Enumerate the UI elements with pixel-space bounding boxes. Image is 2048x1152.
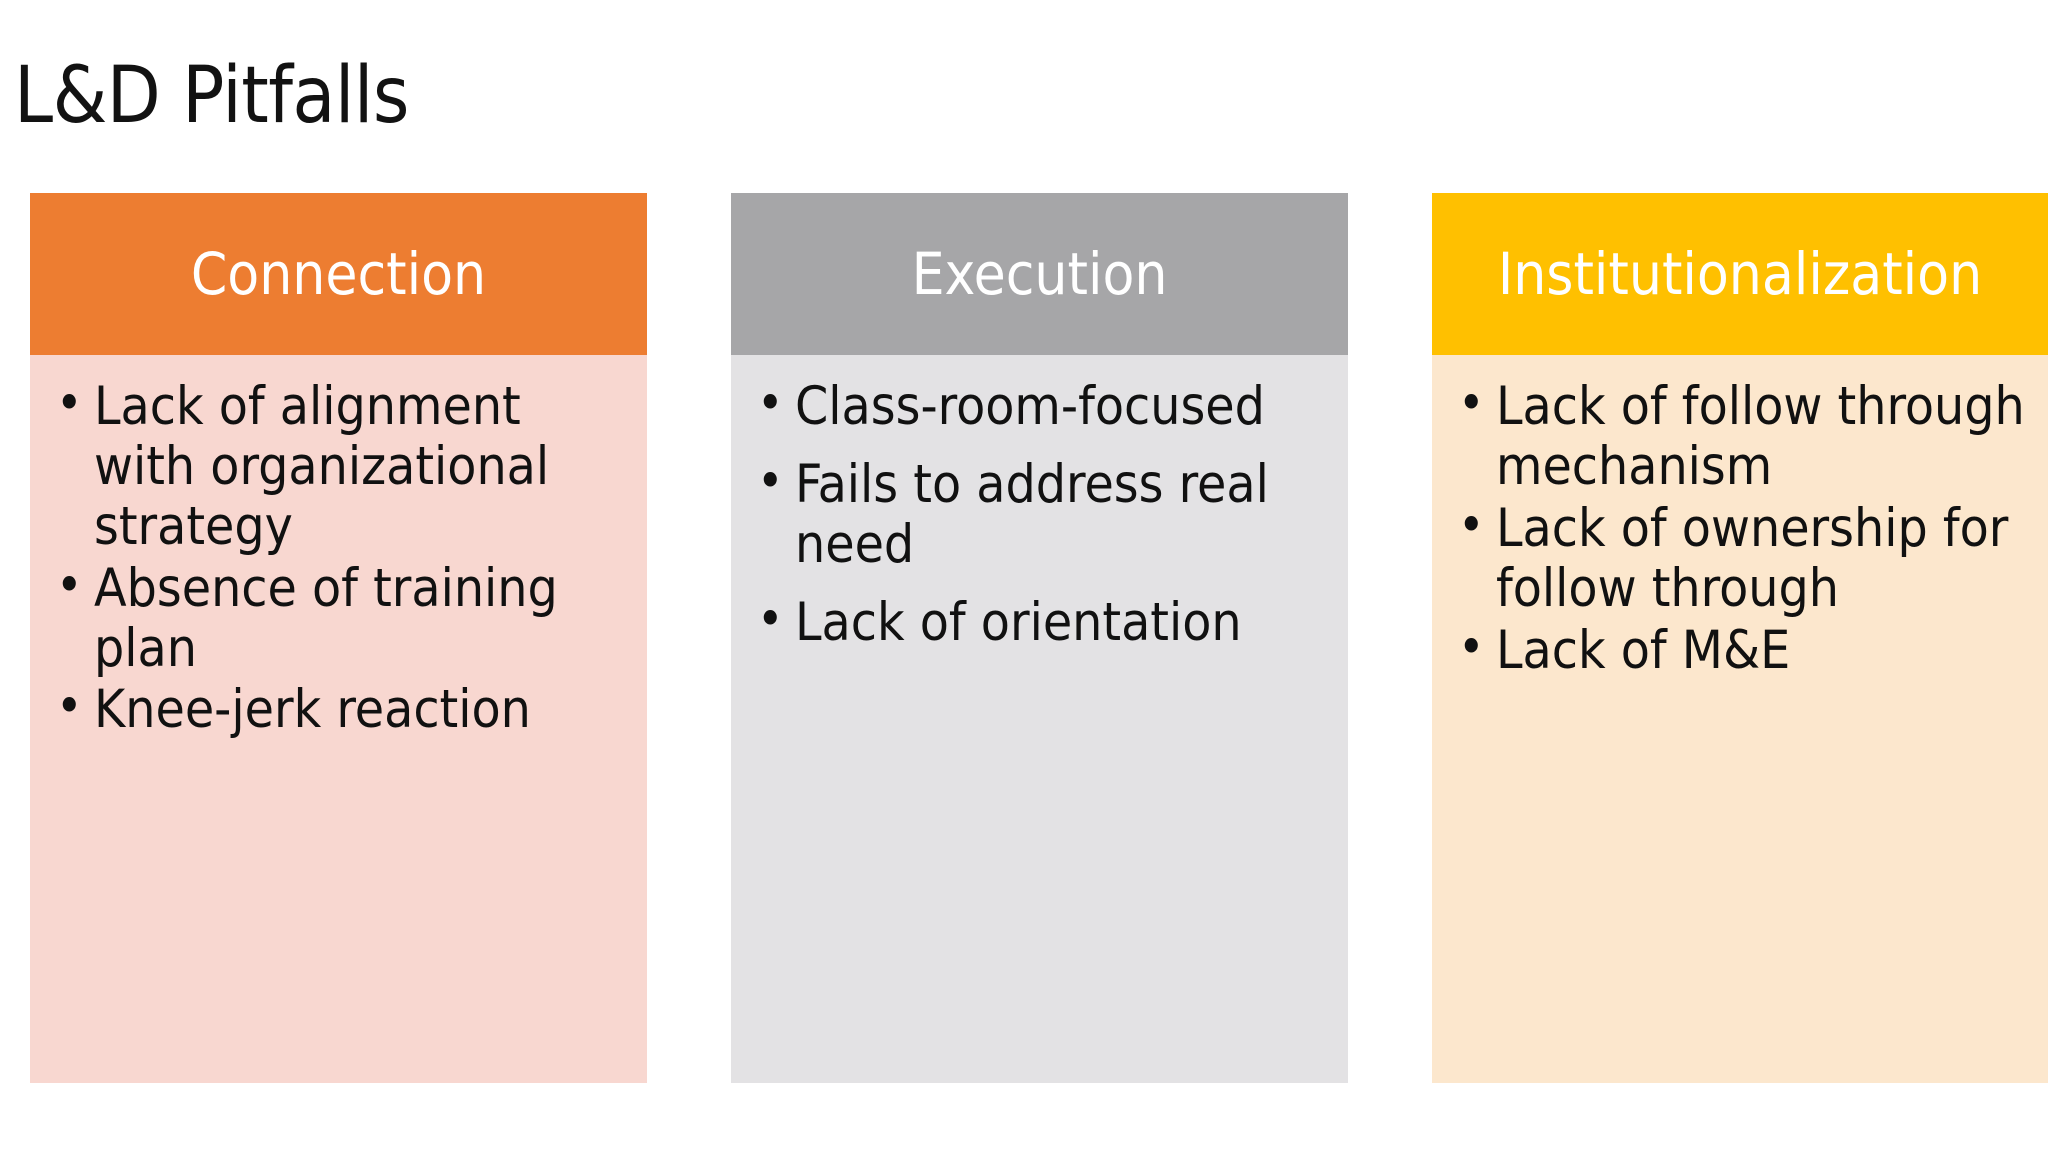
column-header-execution: Execution xyxy=(731,193,1348,355)
list-item: Class-room-focused xyxy=(749,375,1330,437)
page-title: L&D Pitfalls xyxy=(14,51,409,142)
list-item: Absence of training plan xyxy=(48,557,629,679)
column-header-institutionalization: Institutionalization xyxy=(1432,193,2048,355)
list-item: Lack of orientation xyxy=(749,591,1330,653)
column-header-connection: Connection xyxy=(30,193,647,355)
column-body-connection: Lack of alignment with organizational st… xyxy=(30,355,647,1083)
pitfall-columns: Connection Lack of alignment with organi… xyxy=(0,193,2048,1083)
bullet-list-execution: Class-room-focused Fails to address real… xyxy=(749,375,1330,653)
column-institutionalization: Institutionalization Lack of follow thro… xyxy=(1432,193,2048,1083)
column-connection: Connection Lack of alignment with organi… xyxy=(30,193,647,1083)
column-execution: Execution Class-room-focused Fails to ad… xyxy=(731,193,1348,1083)
list-item: Lack of M&E xyxy=(1450,619,2030,681)
list-item: Lack of ownership for follow through xyxy=(1450,497,2030,619)
bullet-list-institutionalization: Lack of follow through mechanism Lack of… xyxy=(1450,375,2030,681)
column-body-execution: Class-room-focused Fails to address real… xyxy=(731,355,1348,1083)
column-body-institutionalization: Lack of follow through mechanism Lack of… xyxy=(1432,355,2048,1083)
list-item: Fails to address real need xyxy=(749,453,1330,575)
bullet-list-connection: Lack of alignment with organizational st… xyxy=(48,375,629,740)
list-item: Knee-jerk reaction xyxy=(48,678,629,740)
list-item: Lack of follow through mechanism xyxy=(1450,375,2030,497)
list-item: Lack of alignment with organizational st… xyxy=(48,375,629,557)
